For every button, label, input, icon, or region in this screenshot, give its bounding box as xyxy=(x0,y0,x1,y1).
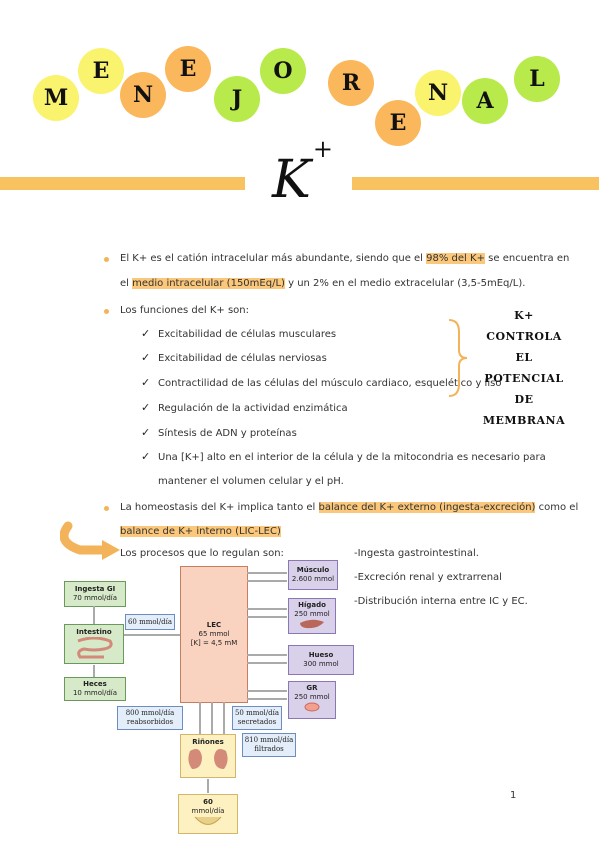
page-number: 1 xyxy=(510,790,517,801)
title-letter-l: L xyxy=(514,56,560,102)
title-letter-n: N xyxy=(120,72,166,118)
arrow xyxy=(247,662,287,664)
check-icon: ✓ xyxy=(141,376,151,389)
bullet-dot xyxy=(104,506,109,511)
check-icon: ✓ xyxy=(141,426,151,439)
bullet-dot xyxy=(104,257,109,262)
flow-60-label: 60 mmol/día xyxy=(125,614,175,630)
title-letter-j: J xyxy=(214,76,260,122)
heading-k-plus: K+ xyxy=(272,134,333,210)
bullet-dot xyxy=(104,309,109,314)
title-letter-n2: N xyxy=(415,70,461,116)
bullet-3-line-2: balance de K+ interno (LIC-LEC) xyxy=(120,526,281,537)
brace-icon xyxy=(448,319,468,397)
arrow xyxy=(93,606,95,624)
process-item: -Distribución interna entre IC y EC. xyxy=(354,596,528,607)
kidneys-icon xyxy=(188,749,228,769)
check-icon: ✓ xyxy=(141,450,151,463)
title-letter-e: E xyxy=(78,48,124,94)
rinones-box: Riñones xyxy=(180,734,236,778)
title-letter-m: M xyxy=(33,75,79,121)
arrow xyxy=(93,665,95,677)
bladder-icon xyxy=(194,816,222,825)
arrow xyxy=(124,634,180,636)
arrow xyxy=(211,702,213,734)
process-item: -Ingesta gastrointestinal. xyxy=(354,548,479,559)
title-letter-e2: E xyxy=(165,46,211,92)
heading-bar-right xyxy=(352,177,599,190)
check-icon: ✓ xyxy=(141,327,151,340)
bullet-1-line-2: el medio intracelular (150mEq/L) y un 2%… xyxy=(120,278,526,289)
title-letter-o: O xyxy=(260,48,306,94)
curved-arrow-icon xyxy=(60,521,120,560)
check-item: Regulación de la actividad enzimática xyxy=(158,403,348,414)
title-letter-r: R xyxy=(328,60,374,106)
bullet-1-line-1: El K+ es el catión intracelular más abun… xyxy=(120,253,570,264)
check-icon: ✓ xyxy=(141,401,151,414)
arrow xyxy=(223,702,225,734)
intestine-icon xyxy=(77,637,113,659)
check-item: Excitabilidad de células musculares xyxy=(158,329,337,340)
procesos-label: Los procesos que lo regulan son: xyxy=(120,548,284,559)
check-item-line-2: mantener el volumen celular y el pH. xyxy=(158,476,344,487)
bullet-2: Los funciones del K+ son: xyxy=(120,305,249,316)
arrow xyxy=(247,572,287,574)
title-letter-a: A xyxy=(462,78,508,124)
arrow xyxy=(247,580,287,582)
side-note: K+ CONTROLA EL POTENCIAL DE MEMBRANA xyxy=(482,309,566,427)
arrow xyxy=(247,608,287,610)
arrow xyxy=(247,698,287,700)
title-letter-e3: E xyxy=(375,100,421,146)
heading-bar-left xyxy=(0,177,245,190)
bullet-3-line-1: La homeostasis del K+ implica tanto el b… xyxy=(120,502,579,513)
check-item: Una [K+] alto en el interior de la célul… xyxy=(158,452,546,463)
red-cell-icon xyxy=(304,702,320,712)
check-icon: ✓ xyxy=(141,351,151,364)
arrow xyxy=(247,654,287,656)
arrow xyxy=(247,690,287,692)
process-item: -Excreción renal y extrarrenal xyxy=(354,572,502,583)
arrow xyxy=(207,779,209,793)
check-item: Contractilidad de las células del múscul… xyxy=(158,378,502,389)
liver-icon xyxy=(300,619,324,629)
arrow xyxy=(247,616,287,618)
check-item: Excitabilidad de células nerviosas xyxy=(158,353,327,364)
arrow xyxy=(199,702,201,734)
check-item: Síntesis de ADN y proteínas xyxy=(158,428,297,439)
intestino-box: Intestino xyxy=(64,624,124,664)
